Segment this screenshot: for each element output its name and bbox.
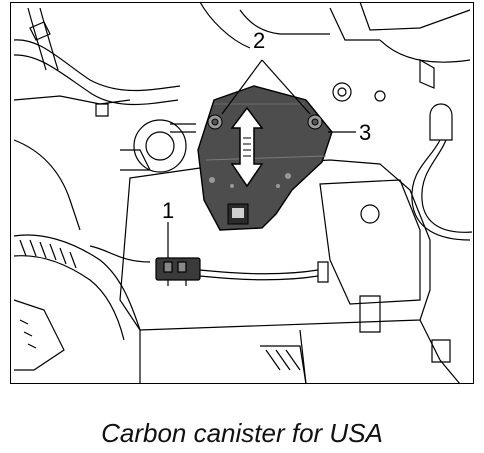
figure-caption: Carbon canister for USA xyxy=(101,418,383,448)
screws-item-2 xyxy=(207,114,323,130)
callout-2: 2 xyxy=(253,28,266,53)
callout-1: 1 xyxy=(162,198,175,223)
carbon-canister-item-3 xyxy=(197,85,333,231)
callout-3: 3 xyxy=(359,120,372,145)
connector-item-1 xyxy=(155,257,201,286)
removal-arrow xyxy=(230,106,264,188)
leader-lines xyxy=(167,59,356,258)
